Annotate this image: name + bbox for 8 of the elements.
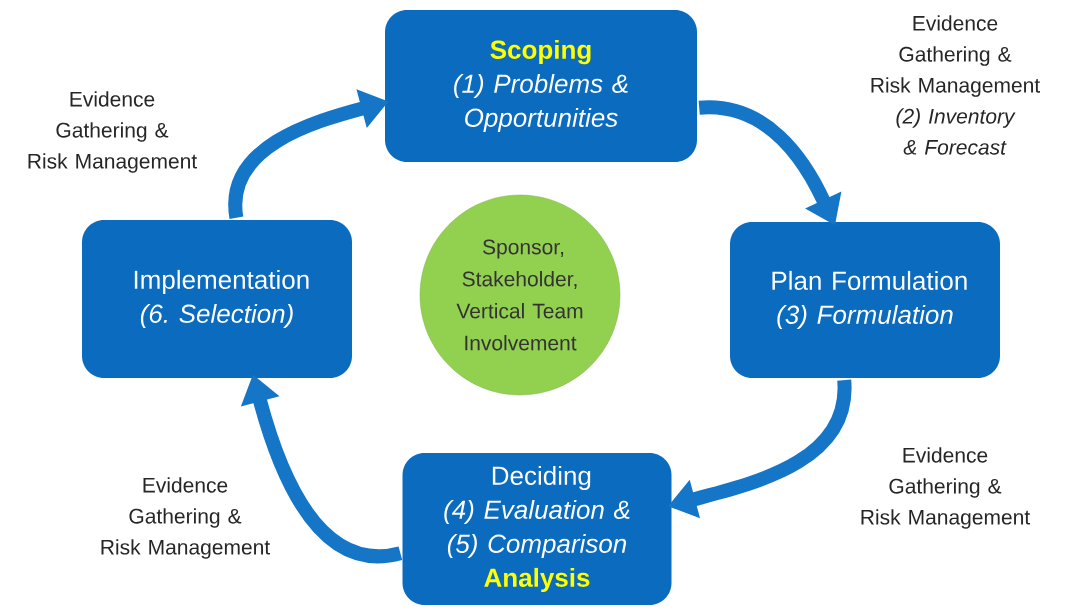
process-box: Implementation (6. Selection) [82,220,352,378]
process-box: Deciding (4) Evaluation & (5) Comparison Analysis [402,453,672,605]
edge-label: Evidence Gathering & Risk Management (2) Inventory & Forecast [871,15,1040,155]
edge-label: Evidence Gathering & Risk Management [28,91,197,173]
edge-label: Evidence Gathering & Risk Management [101,477,270,559]
process-box: Plan Formulation (3) Formulation [730,222,1000,378]
process-box: Scoping (1) Problems & Opportunities [385,10,697,162]
edge-label: Evidence Gathering & Risk Management [861,447,1030,529]
